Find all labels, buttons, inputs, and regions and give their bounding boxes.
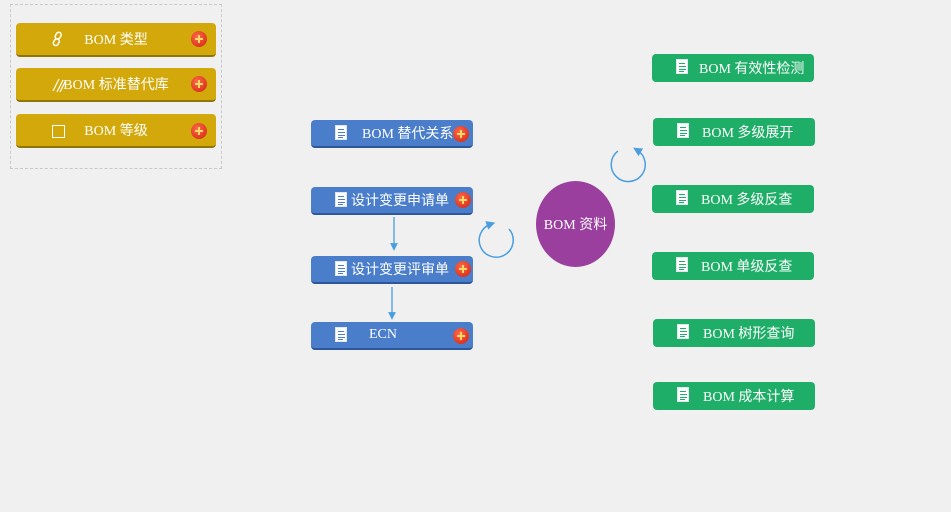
- bom-multilevel-reverse-label: BOM 多级反查: [701, 193, 793, 208]
- bom-level-button[interactable]: BOM 等级: [16, 114, 216, 148]
- document-icon: [676, 257, 688, 272]
- bom-singlelevel-reverse-button[interactable]: BOM 单级反查: [652, 252, 814, 280]
- stripes-icon: [51, 77, 67, 98]
- document-icon: [676, 59, 688, 74]
- bom-validity-check-button[interactable]: BOM 有效性检测: [652, 54, 814, 82]
- add-icon[interactable]: [191, 123, 207, 139]
- square-icon: [52, 125, 65, 138]
- design-change-review-button[interactable]: 设计变更评审单: [311, 256, 473, 284]
- document-icon: [335, 125, 347, 140]
- ecn-label: ECN: [369, 327, 397, 342]
- add-icon[interactable]: [191, 31, 207, 47]
- add-icon[interactable]: [191, 76, 207, 92]
- link-icon: [51, 31, 65, 52]
- document-icon: [676, 190, 688, 205]
- bom-multilevel-expand-button[interactable]: BOM 多级展开: [653, 118, 815, 146]
- document-icon: [677, 387, 689, 402]
- bom-level-label: BOM 等级: [84, 124, 148, 139]
- design-change-review-label: 设计变更评审单: [351, 263, 449, 278]
- bom-type-button[interactable]: BOM 类型: [16, 23, 216, 57]
- bom-validity-check-label: BOM 有效性检测: [699, 62, 805, 77]
- bom-multilevel-reverse-button[interactable]: BOM 多级反查: [652, 185, 814, 213]
- bom-data-label: BOM 资料: [543, 218, 608, 233]
- bom-multilevel-expand-label: BOM 多级展开: [702, 126, 794, 141]
- document-icon: [335, 327, 347, 342]
- bom-standard-substitute-library-button[interactable]: BOM 标准替代库: [16, 68, 216, 102]
- document-icon: [335, 192, 347, 207]
- bom-standard-substitute-library-label: BOM 标准替代库: [63, 78, 169, 93]
- bom-tree-query-label: BOM 树形查询: [703, 327, 795, 342]
- ecn-button[interactable]: ECN: [311, 322, 473, 350]
- left-panel: [10, 4, 222, 169]
- bom-cost-calculation-label: BOM 成本计算: [703, 390, 795, 405]
- bom-type-label: BOM 类型: [84, 33, 148, 48]
- document-icon: [677, 324, 689, 339]
- add-icon[interactable]: [453, 126, 469, 142]
- design-change-request-label: 设计变更申请单: [351, 194, 449, 209]
- bom-data-node[interactable]: BOM 资料: [536, 181, 615, 267]
- bom-singlelevel-reverse-label: BOM 单级反查: [701, 260, 793, 275]
- bom-substitute-relation-label: BOM 替代关系: [362, 127, 454, 142]
- cycle-arrow-icon: [478, 221, 514, 258]
- add-icon[interactable]: [455, 261, 471, 277]
- document-icon: [335, 261, 347, 276]
- document-icon: [677, 123, 689, 138]
- bom-cost-calculation-button[interactable]: BOM 成本计算: [653, 382, 815, 410]
- cycle-arrow-icon: [610, 147, 646, 183]
- design-change-request-button[interactable]: 设计变更申请单: [311, 187, 473, 215]
- bom-tree-query-button[interactable]: BOM 树形查询: [653, 319, 815, 347]
- add-icon[interactable]: [455, 192, 471, 208]
- add-icon[interactable]: [453, 328, 469, 344]
- bom-substitute-relation-button[interactable]: BOM 替代关系: [311, 120, 473, 148]
